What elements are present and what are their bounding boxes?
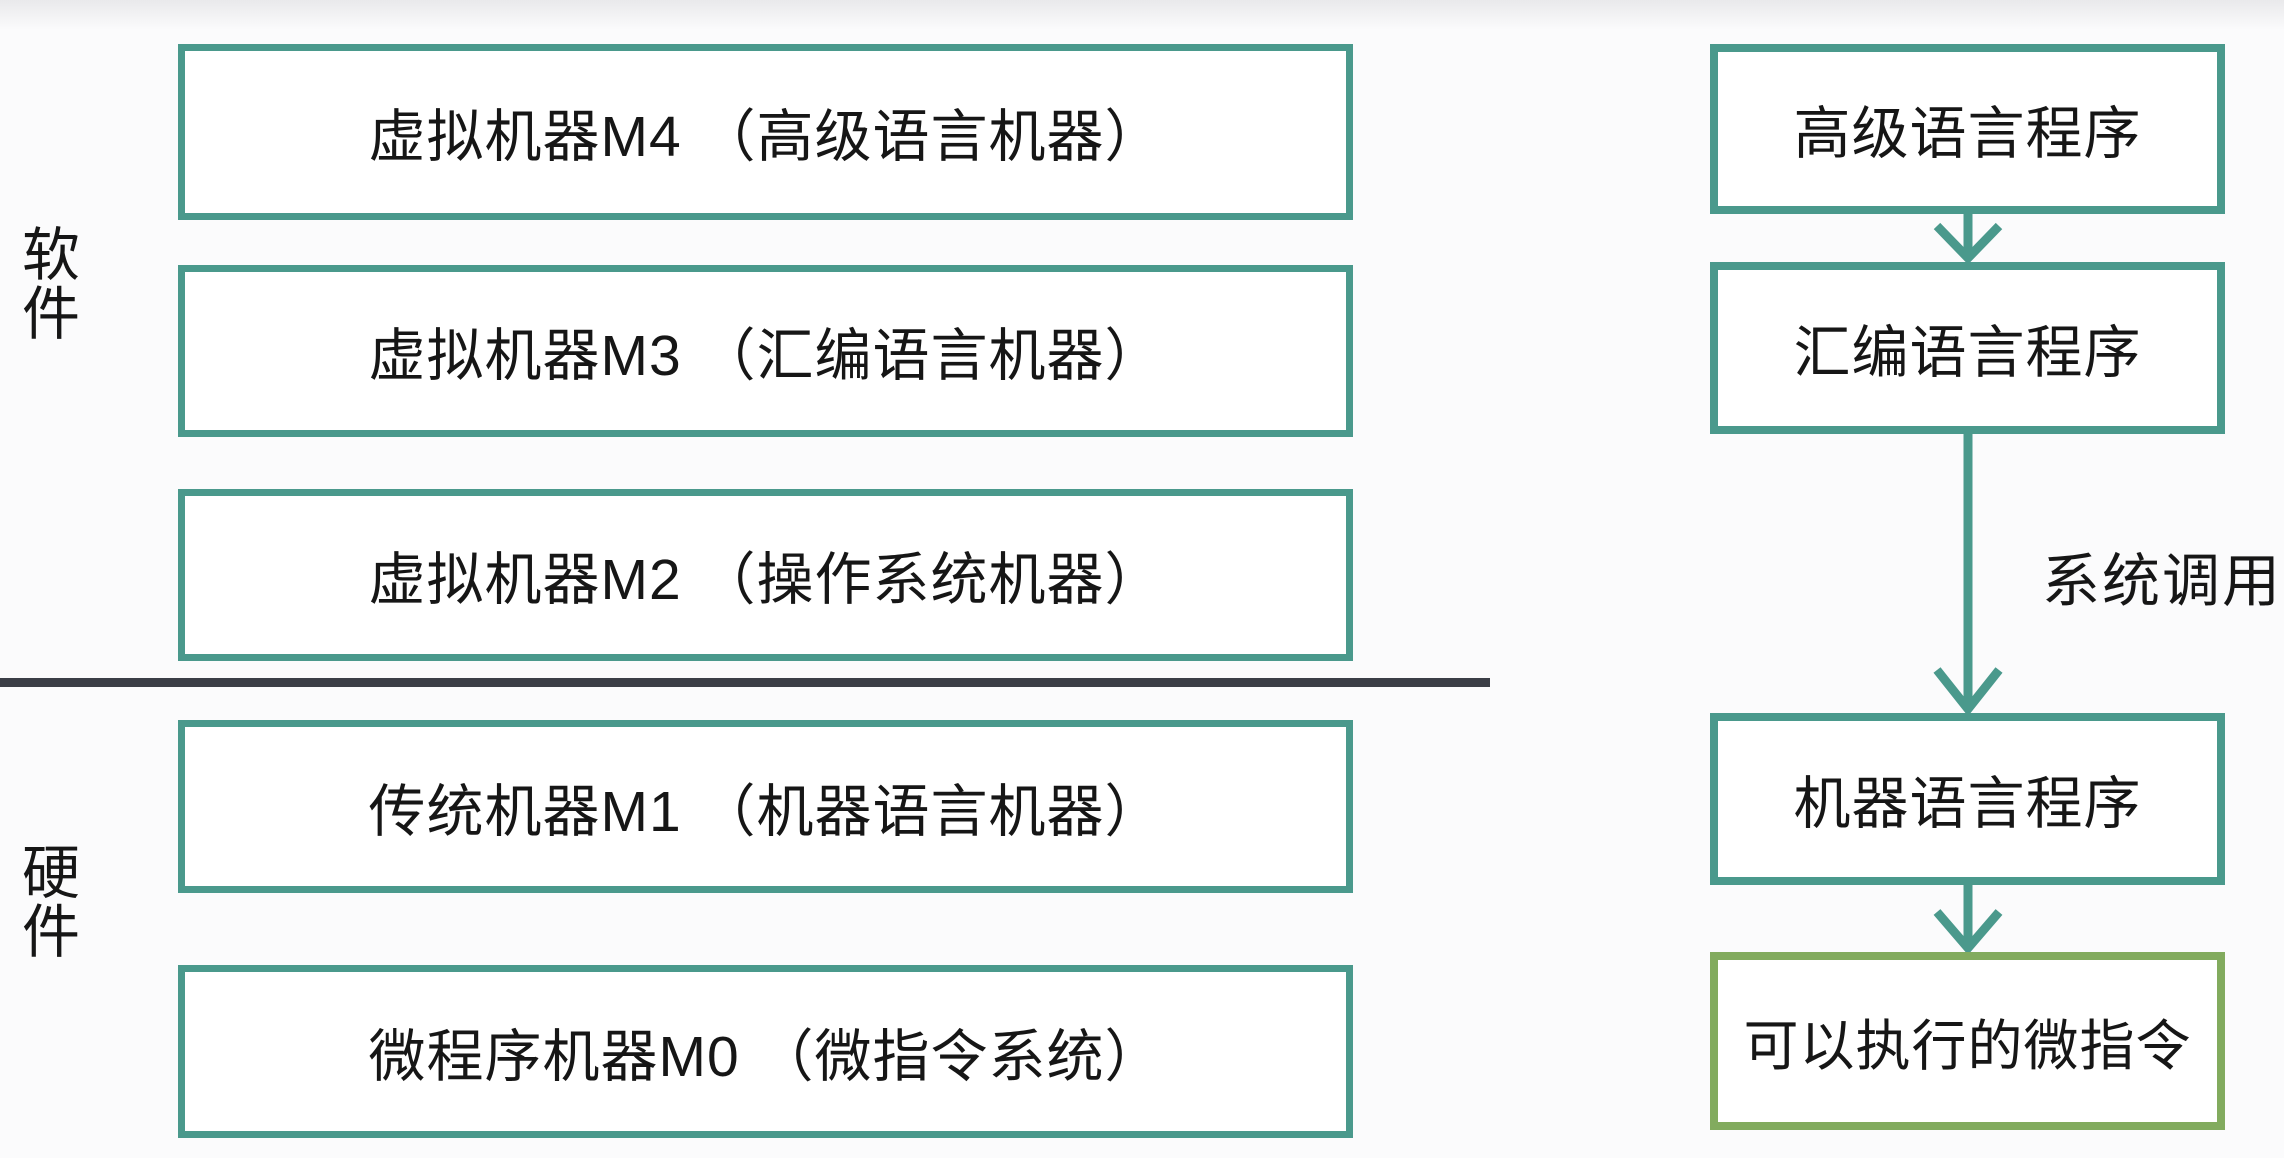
box-label: 虚拟机器M2 （操作系统机器） bbox=[368, 548, 1163, 612]
box-label: 机器语言程序 bbox=[1793, 772, 2142, 836]
system-call-label: 系统调用 bbox=[2042, 549, 2283, 614]
box-label: 虚拟机器M3 （汇编语言机器） bbox=[368, 324, 1163, 388]
box-label: 传统机器M1 （机器语言机器） bbox=[368, 779, 1163, 844]
down-arrow-icon bbox=[1923, 432, 2013, 715]
box-microprogram-machine-m0: 微程序机器M0 （微指令系统） bbox=[178, 965, 1353, 1138]
box-label: 高级语言程序 bbox=[1793, 102, 2142, 166]
hardware-label: 硬 件 bbox=[21, 841, 80, 966]
software-label: 软 件 bbox=[21, 223, 80, 348]
box-executable-microinstructions: 可以执行的微指令 bbox=[1710, 952, 2225, 1130]
box-machine-language-program: 机器语言程序 bbox=[1710, 713, 2225, 885]
box-label: 可以执行的微指令 bbox=[1743, 1015, 2192, 1077]
box-traditional-machine-m1: 传统机器M1 （机器语言机器） bbox=[178, 720, 1353, 893]
box-label: 虚拟机器M4 （高级语言机器） bbox=[368, 105, 1163, 169]
box-virtual-machine-m4: 虚拟机器M4 （高级语言机器） bbox=[178, 44, 1353, 220]
box-high-level-language-program: 高级语言程序 bbox=[1710, 44, 2225, 214]
box-label: 微程序机器M0 （微指令系统） bbox=[368, 1024, 1163, 1089]
down-arrow-icon bbox=[1923, 884, 2013, 954]
box-assembly-language-program: 汇编语言程序 bbox=[1710, 262, 2225, 434]
box-label: 汇编语言程序 bbox=[1793, 321, 2142, 385]
box-virtual-machine-m2: 虚拟机器M2 （操作系统机器） bbox=[178, 489, 1353, 661]
software-hardware-divider bbox=[0, 678, 1490, 687]
box-virtual-machine-m3: 虚拟机器M3 （汇编语言机器） bbox=[178, 265, 1353, 437]
top-shadow bbox=[0, 0, 2284, 30]
down-arrow-icon bbox=[1923, 212, 2013, 264]
